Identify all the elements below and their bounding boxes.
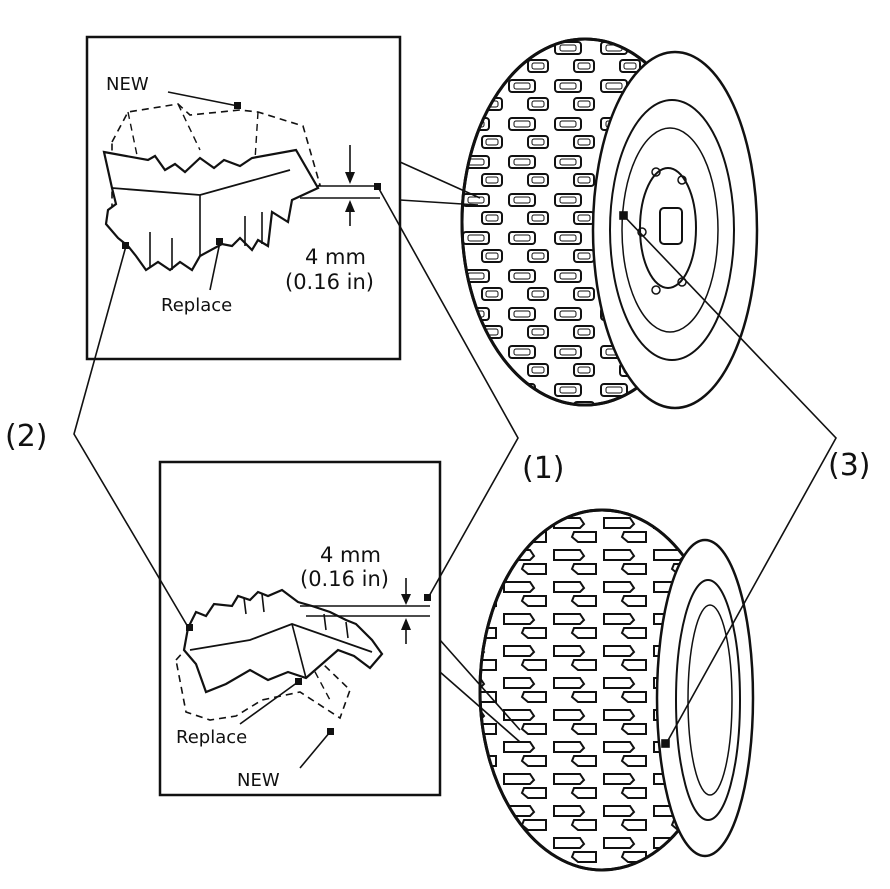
top-depth-mm: 4 mm — [305, 245, 366, 269]
bottom-replace-label: Replace — [176, 727, 247, 748]
callout-2: (2) — [5, 419, 48, 454]
callout-1: (1) — [522, 451, 565, 486]
bottom-new-label: NEW — [237, 770, 280, 791]
inset-front-tread: NEW Replace 4 mm (0.16 in) — [85, 35, 402, 361]
callout-3: (3) — [828, 448, 871, 483]
top-replace-label: Replace — [161, 295, 232, 316]
leader-lines — [73, 161, 837, 748]
new-tread-outline-rear — [175, 639, 351, 721]
bottom-depth-mm: 4 mm — [320, 543, 381, 567]
rear-rim — [675, 579, 741, 821]
rear-tire-illustration — [478, 508, 755, 872]
top-new-label: NEW — [106, 74, 149, 95]
front-tire-illustration — [460, 37, 759, 410]
bottom-depth-in: (0.16 in) — [300, 567, 389, 591]
top-depth-in: (0.16 in) — [285, 270, 374, 294]
inset-rear-tread: 4 mm (0.16 in) Replace NEW — [158, 460, 442, 797]
